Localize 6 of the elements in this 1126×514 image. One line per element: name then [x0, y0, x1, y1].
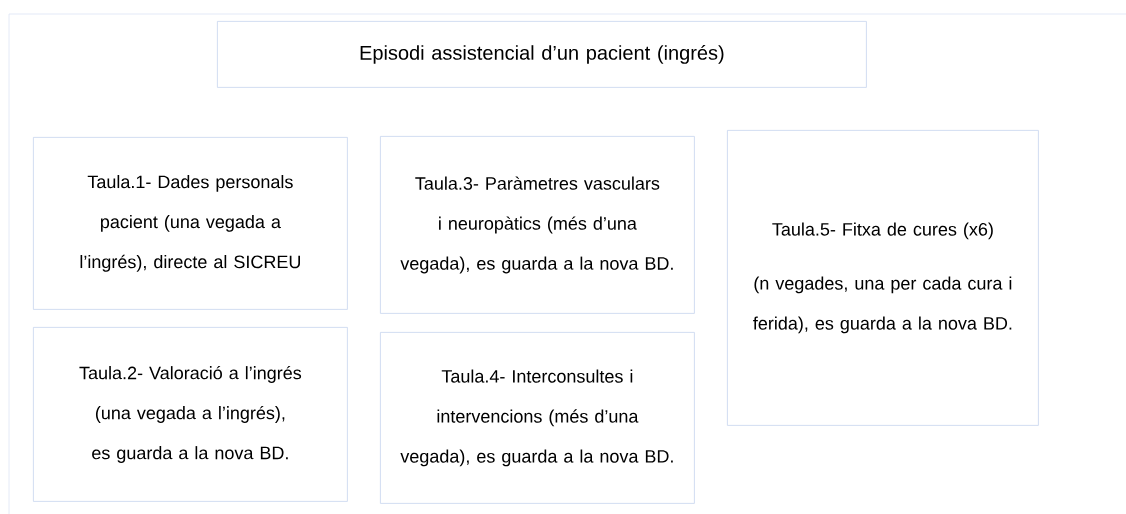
table-box: Taula.3- Paràmetres vasculars i neuropàtics (més d’una vegada), es guarda a la nova BD.: [380, 136, 695, 314]
title-box: Episodi assistencial d’un pacient (ingrés): [217, 21, 867, 88]
table-box: Taula.1- Dades personals pacient (una vegada a l’ingrés), directe al SICREU: [33, 137, 348, 310]
table-box: Taula.4- Interconsultes i intervencions (més d’una vegada), es guarda a la nova BD.: [380, 332, 695, 504]
table-box: Taula.2- Valoració a l’ingrés (una vegada a l’ingrés), es guarda a la nova BD.: [33, 327, 348, 502]
table-box: Taula.5- Fitxa de cures (x6) (n vegades, una per cada cura i ferida), es guarda a la nova BD.: [727, 130, 1039, 426]
